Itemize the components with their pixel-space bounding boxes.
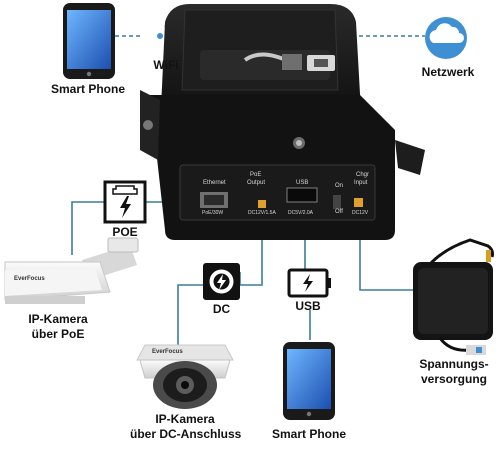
panel-usb-rating: DC5V/2.0A	[288, 210, 314, 216]
panel-input: Input	[354, 180, 368, 186]
battery-charge-icon	[287, 268, 331, 298]
label-netzwerk: Netzwerk	[421, 65, 475, 79]
panel-dc-rating: DC12V/1.5A	[248, 210, 276, 216]
label-poe: POE	[112, 225, 138, 239]
label-ip-kamera-dc-2: über DC-Anschluss	[130, 427, 242, 441]
camera-brand-dome: EverFocus	[152, 349, 183, 355]
panel-poe-rating: PoE/30W	[202, 210, 224, 216]
power-supply	[413, 238, 494, 355]
power-link-line	[359, 222, 415, 291]
panel-input-rating: DC12V	[352, 210, 369, 216]
panel-output: Output	[247, 180, 266, 186]
ip-camera-dome	[136, 344, 234, 409]
dc-power-icon	[203, 263, 240, 300]
label-ip-kamera-dc-1: IP-Kamera	[155, 412, 215, 426]
panel-on: On	[335, 183, 344, 189]
label-dc: DC	[212, 302, 231, 316]
label-spannung-1: Spannungs-	[419, 357, 489, 371]
panel-usb: USB	[296, 180, 309, 186]
label-usb: USB	[295, 299, 321, 313]
label-spannung-2: versorgung	[420, 372, 487, 386]
label-ip-kamera-poe-2: über PoE	[31, 327, 85, 341]
smartphone-bottom	[283, 342, 335, 420]
poe-port-icon	[103, 180, 147, 224]
ip-camera-bullet	[4, 237, 139, 304]
label-smart-phone-top: Smart Phone	[50, 82, 125, 96]
label-smart-phone-bottom: Smart Phone	[271, 427, 346, 441]
panel-chgr: Chgr	[356, 172, 370, 178]
cloud-icon	[425, 17, 467, 59]
label-ip-kamera-poe-1: IP-Kamera	[28, 312, 88, 326]
panel-ethernet: Ethernet	[203, 180, 226, 186]
camera-brand-bullet: EverFocus	[14, 276, 45, 282]
tester-device	[140, 4, 425, 240]
label-wifi: WiFi	[153, 58, 179, 72]
panel-poe: PoE	[250, 172, 262, 178]
panel-off: Off	[335, 209, 343, 215]
smartphone-top	[63, 3, 115, 79]
